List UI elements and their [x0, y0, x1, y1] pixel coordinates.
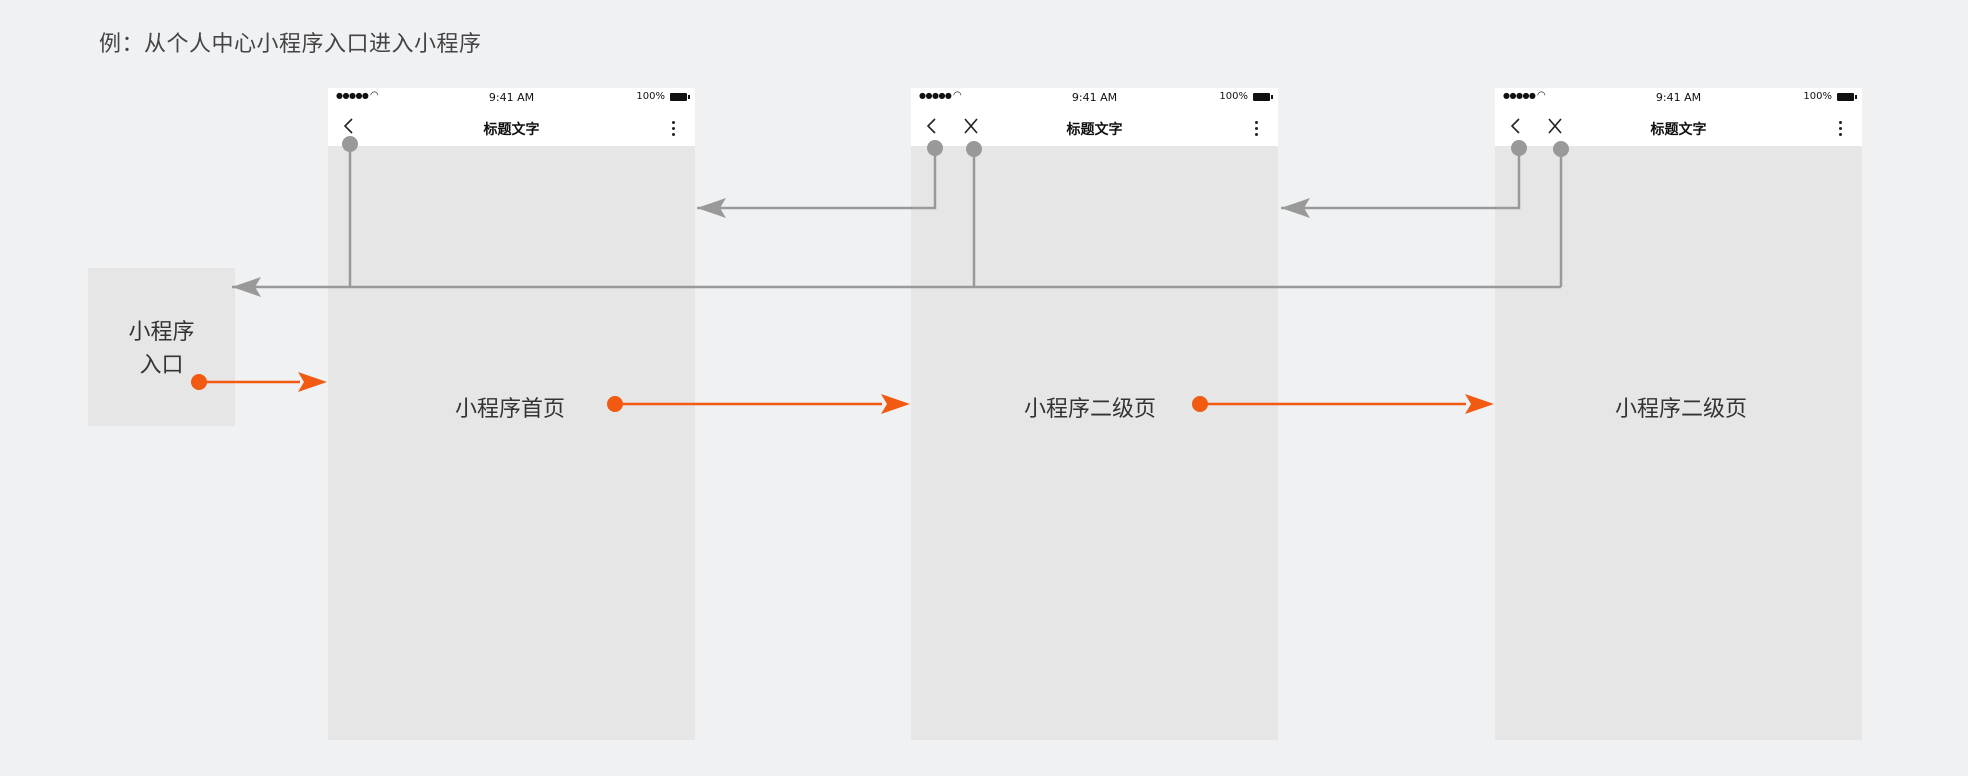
phone-secondary-page-2: ●●●●● ◠ 9:41 AM 100% 标题文字 小程序二级页	[1495, 88, 1862, 740]
more-vertical-icon[interactable]	[672, 121, 675, 139]
wifi-icon: ◠	[370, 90, 379, 101]
chevron-left-icon[interactable]	[925, 116, 939, 140]
mini-program-entry[interactable]: 小程序 入口	[88, 268, 235, 426]
battery-icon	[670, 93, 690, 101]
page-label: 小程序首页	[455, 397, 566, 422]
chevron-left-icon[interactable]	[342, 116, 356, 140]
nav-title: 标题文字	[1650, 122, 1707, 138]
page-label: 小程序二级页	[1024, 397, 1157, 422]
battery-text: 100%	[1219, 91, 1248, 102]
page-label: 小程序二级页	[1615, 397, 1748, 422]
more-vertical-icon[interactable]	[1839, 121, 1842, 139]
status-time: 9:41 AM	[488, 91, 535, 104]
status-time: 9:41 AM	[1655, 91, 1702, 104]
phone-home-page: ●●●●● ◠ 9:41 AM 100% 标题文字 小程序首页	[328, 88, 695, 740]
signal-icon: ●●●●●	[919, 91, 952, 100]
battery-text: 100%	[1803, 91, 1832, 102]
chevron-left-icon[interactable]	[1509, 116, 1523, 140]
back-arrow-3-to-2	[1281, 140, 1527, 218]
signal-icon: ●●●●●	[1503, 91, 1536, 100]
phone-secondary-page-1: ●●●●● ◠ 9:41 AM 100% 标题文字 小程序二级页	[911, 88, 1278, 740]
nav-bar: 标题文字	[1495, 110, 1862, 146]
more-vertical-icon[interactable]	[1255, 121, 1258, 139]
status-bar: ●●●●● ◠ 9:41 AM 100%	[911, 88, 1278, 110]
battery-icon	[1253, 93, 1273, 101]
nav-bar: 标题文字	[328, 110, 695, 146]
status-bar: ●●●●● ◠ 9:41 AM 100%	[1495, 88, 1862, 110]
wifi-icon: ◠	[1537, 90, 1546, 101]
nav-title: 标题文字	[483, 122, 540, 138]
close-icon[interactable]	[963, 116, 979, 140]
nav-title: 标题文字	[1066, 122, 1123, 138]
caption: 例：从个人中心小程序入口进入小程序	[99, 32, 482, 57]
nav-bar: 标题文字	[911, 110, 1278, 146]
battery-icon	[1837, 93, 1857, 101]
status-bar: ●●●●● ◠ 9:41 AM 100%	[328, 88, 695, 110]
signal-icon: ●●●●●	[336, 91, 369, 100]
back-arrow-2-to-1	[697, 140, 943, 218]
wifi-icon: ◠	[953, 90, 962, 101]
status-time: 9:41 AM	[1071, 91, 1118, 104]
battery-text: 100%	[636, 91, 665, 102]
close-icon[interactable]	[1547, 116, 1563, 140]
entry-label: 小程序 入口	[128, 320, 195, 378]
